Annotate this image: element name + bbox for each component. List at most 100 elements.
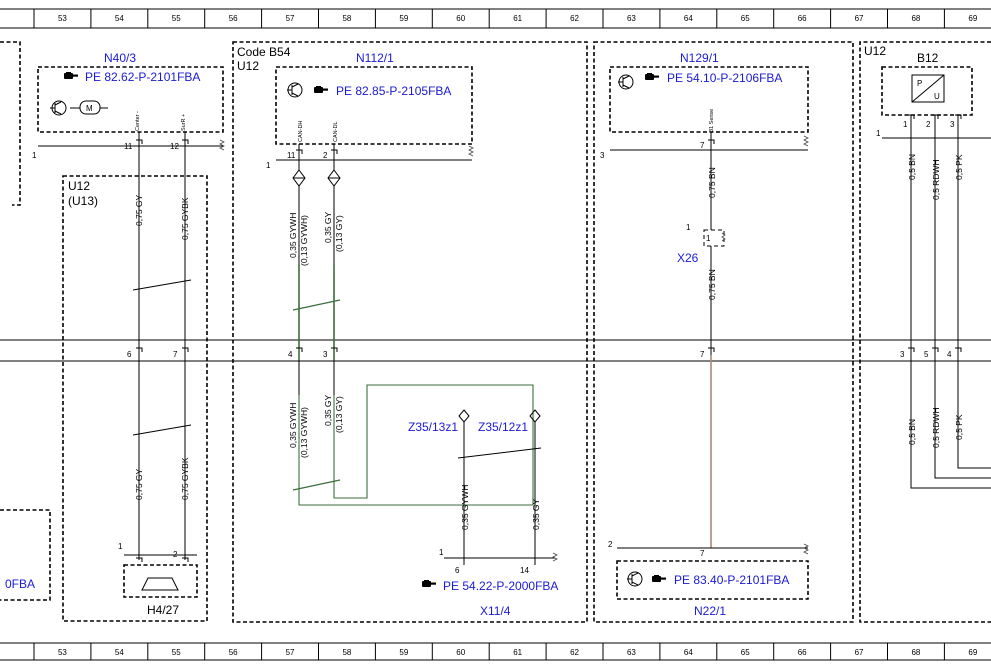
n112-1-component: Code B54 U12 N112/1 PE 82.85-P-2105FBA C… — [237, 45, 474, 170]
svg-text:(0,13 GYWH): (0,13 GYWH) — [299, 407, 309, 458]
diamond-connector-icon — [529, 409, 541, 423]
svg-text:11: 11 — [124, 142, 133, 151]
svg-text:0,75 GYBK: 0,75 GYBK — [180, 457, 190, 500]
wire-labels: 0,75 GY 0,75 GYBK 0,75 GY 0,75 GYBK 0,35… — [134, 154, 964, 530]
top-ruler-column-number: 57 — [286, 14, 295, 23]
n40-3-label: N40/3 — [104, 51, 136, 65]
svg-text:4: 4 — [947, 350, 952, 359]
top-ruler-column-number: 61 — [513, 14, 522, 23]
svg-text:3: 3 — [323, 350, 328, 359]
n40-3-ref-link[interactable]: PE 82.62-P-2101FBA — [85, 70, 200, 84]
svg-text:CAN-DL: CAN-DL — [333, 122, 339, 142]
bottom-ruler-column-number: 57 — [286, 648, 295, 657]
n112-1-ref-link[interactable]: PE 82.85-P-2105FBA — [336, 84, 451, 98]
svg-text:(0,13 GY): (0,13 GY) — [334, 215, 344, 252]
svg-text:7: 7 — [173, 350, 178, 359]
x11-4-label: X11/4 — [480, 604, 511, 618]
svg-text:14: 14 — [520, 566, 529, 575]
svg-text:0,75 BN: 0,75 BN — [707, 167, 717, 198]
top-ruler-column-number: 62 — [570, 14, 579, 23]
top-ruler-column-number: 56 — [229, 14, 238, 23]
bottom-ruler-column-number: 59 — [399, 648, 408, 657]
svg-text:0,75 GY: 0,75 GY — [134, 194, 144, 226]
top-ruler-column-number: 69 — [968, 14, 977, 23]
left-bottom-cut-box — [0, 509, 51, 601]
bottom-ruler-column-number: 65 — [741, 648, 750, 657]
top-ruler-column-number: 68 — [911, 14, 920, 23]
svg-text:2: 2 — [323, 151, 328, 160]
svg-text:0,5 RDWH: 0,5 RDWH — [931, 159, 941, 200]
bottom-ruler-column-number: 69 — [968, 648, 977, 657]
svg-text:3: 3 — [600, 151, 605, 160]
diamond-connector-icon — [458, 409, 470, 423]
svg-text:U: U — [934, 92, 940, 101]
svg-text:31 Sense: 31 Sense — [709, 109, 715, 132]
n40-wires — [132, 132, 192, 560]
u12-left-area — [62, 175, 208, 622]
svg-text:4: 4 — [288, 350, 293, 359]
svg-text:2: 2 — [926, 120, 931, 129]
svg-text:7: 7 — [700, 350, 705, 359]
svg-text:M: M — [86, 104, 93, 113]
svg-text:0,75 GY: 0,75 GY — [134, 468, 144, 500]
n112-wires — [292, 144, 534, 506]
pointing-hand-icon — [314, 86, 328, 93]
top-ruler-column-number: 53 — [58, 14, 67, 23]
n22-1-label: N22/1 — [694, 604, 726, 618]
b12-component: U12 B12 P U 1 2 3 1 — [864, 44, 991, 489]
code-b54-area — [232, 41, 588, 623]
svg-text:1: 1 — [32, 151, 37, 160]
svg-text:1: 1 — [706, 234, 711, 243]
top-ruler-column-number: 54 — [115, 14, 124, 23]
bottom-ruler-column-number: 56 — [229, 648, 238, 657]
u12-left-label: U12 — [68, 179, 90, 193]
svg-text:6: 6 — [127, 350, 132, 359]
x26-component: 1 1 X26 — [677, 132, 726, 340]
svg-text:0,35 GYWH: 0,35 GYWH — [288, 403, 298, 448]
svg-text:1: 1 — [903, 120, 908, 129]
svg-text:0,5 BN: 0,5 BN — [907, 154, 917, 180]
bottom-ruler-column-number: 53 — [58, 648, 67, 657]
n129-1-ref-link[interactable]: PE 54.10-P-2106FBA — [667, 71, 782, 85]
bottom-ruler-column-number: 67 — [855, 648, 864, 657]
bottom-ruler-column-number: 61 — [513, 648, 522, 657]
top-ruler-column-number: 60 — [456, 14, 465, 23]
bottom-ruler-column-number: 60 — [456, 648, 465, 657]
svg-text:0,75 BN: 0,75 BN — [707, 269, 717, 300]
h4-27-component: 1 2 H4/27 — [118, 542, 198, 617]
n22-1-ref-link[interactable]: PE 83.40-P-2101FBA — [674, 573, 789, 587]
svg-text:2: 2 — [173, 550, 178, 559]
svg-text:0,5 PK: 0,5 PK — [954, 414, 964, 440]
bottom-ruler-column-number: 68 — [911, 648, 920, 657]
svg-text:0,35 GY: 0,35 GY — [323, 211, 333, 243]
svg-text:2: 2 — [608, 540, 613, 549]
top-ruler-column-number: 63 — [627, 14, 636, 23]
svg-text:0,35 GYWH: 0,35 GYWH — [288, 213, 298, 258]
top-ruler-column-number: 58 — [342, 14, 351, 23]
bottom-ruler-column-number: 58 — [342, 648, 351, 657]
top-ruler-column-number: 67 — [855, 14, 864, 23]
top-ruler-column-number: 66 — [798, 14, 807, 23]
svg-text:0,5 RDWH: 0,5 RDWH — [931, 407, 941, 448]
svg-text:0,5 PK: 0,5 PK — [954, 154, 964, 180]
bottom-ruler-column-number: 62 — [570, 648, 579, 657]
top-ruler-column-number: 64 — [684, 14, 693, 23]
top-ruler-column-number: 65 — [741, 14, 750, 23]
svg-text:0,35 GYWH: 0,35 GYWH — [460, 485, 470, 530]
top-ruler-column-number: 59 — [399, 14, 408, 23]
speaker-icon — [141, 577, 179, 591]
svg-text:0,35 GY: 0,35 GY — [323, 394, 333, 426]
bottom-ruler-column-number: 54 — [115, 648, 124, 657]
left-edge-area — [0, 41, 21, 206]
terminal-marks — [136, 114, 962, 562]
code-b54-label: Code B54 — [237, 45, 291, 59]
left-cut-ref-link[interactable]: 0FBA — [5, 577, 35, 591]
x11-4-ref-link[interactable]: PE 54.22-P-2000FBA — [443, 579, 558, 593]
svg-text:1: 1 — [876, 129, 881, 138]
svg-text:6: 6 — [455, 566, 460, 575]
svg-text:SurR +: SurR + — [181, 114, 187, 131]
svg-text:(0,13 GYWH): (0,13 GYWH) — [299, 215, 309, 266]
